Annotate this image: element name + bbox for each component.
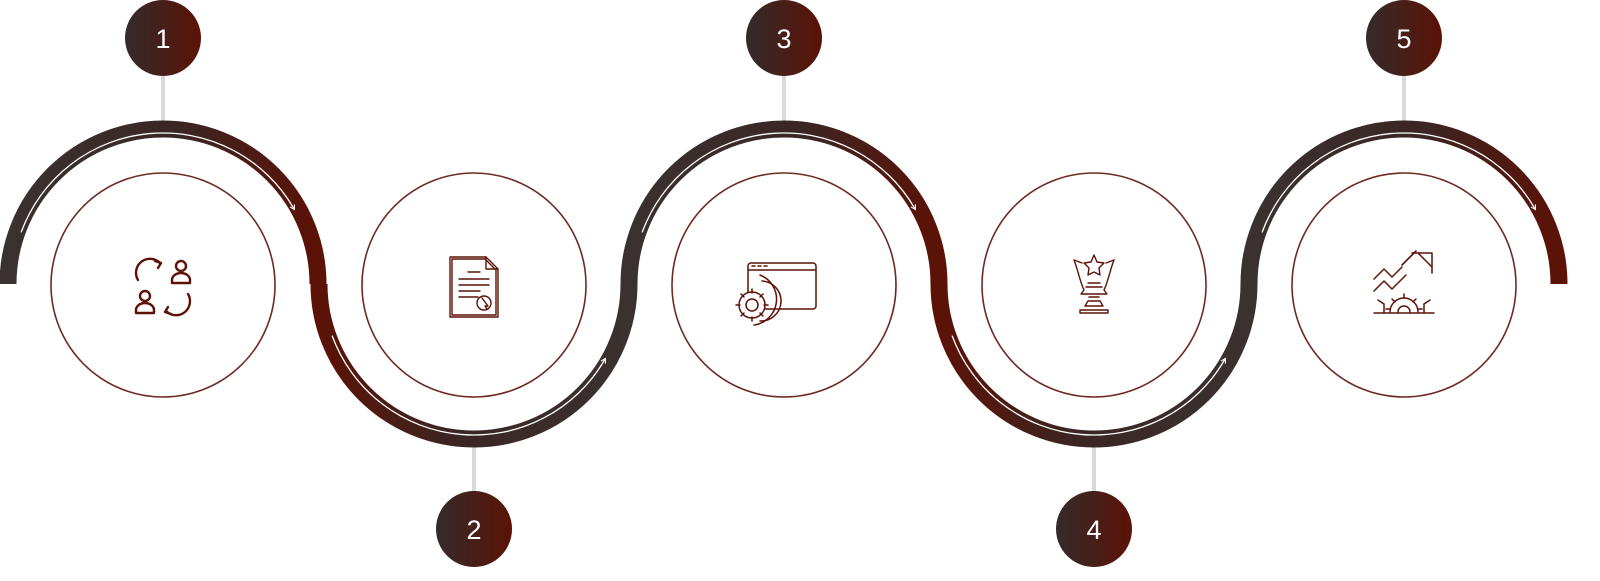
step-circle-4 [981,172,1207,398]
step-circle-3 [671,172,897,398]
badge-circle [746,0,822,76]
document-click-icon [449,256,499,318]
track-segment-5 [1240,120,1568,285]
badge-circle [1056,491,1132,567]
flow-arrow-5 [1261,132,1536,233]
track-segment-1 [0,120,327,285]
step-icons [134,250,1435,326]
step-circles [50,172,1517,398]
flow-arrow-3 [641,132,916,233]
track-segment-4 [930,283,1258,448]
step-number: 3 [776,24,791,54]
step-badge-4: 4 [1056,491,1132,567]
flow-arrow-2 [331,335,606,436]
step-number: 5 [1396,24,1411,54]
step-badge-3: 3 [746,0,822,76]
growth-chart-gear-icon [1373,250,1435,314]
badge-circle [125,0,201,76]
track-segment-3 [620,120,948,285]
connector-lines [161,70,1406,497]
badge-circle [436,491,512,567]
user-exchange-icon [134,257,192,317]
step-badges: 1 2 3 4 5 [125,0,1442,567]
step-circle-1 [50,172,276,398]
step-badge-5: 5 [1366,0,1442,76]
step-circle-5 [1291,172,1517,398]
badge-circle [1366,0,1442,76]
flow-arrow-1 [20,132,295,233]
browser-gear-icon [735,262,817,326]
step-number: 2 [466,515,481,545]
wave-track [0,120,1568,448]
step-badge-2: 2 [436,491,512,567]
flow-arrow-4 [951,335,1226,436]
trophy-award-icon [1073,254,1115,314]
step-number: 4 [1086,515,1101,545]
track-segment-2 [310,283,638,448]
step-number: 1 [155,24,170,54]
step-badge-1: 1 [125,0,201,76]
